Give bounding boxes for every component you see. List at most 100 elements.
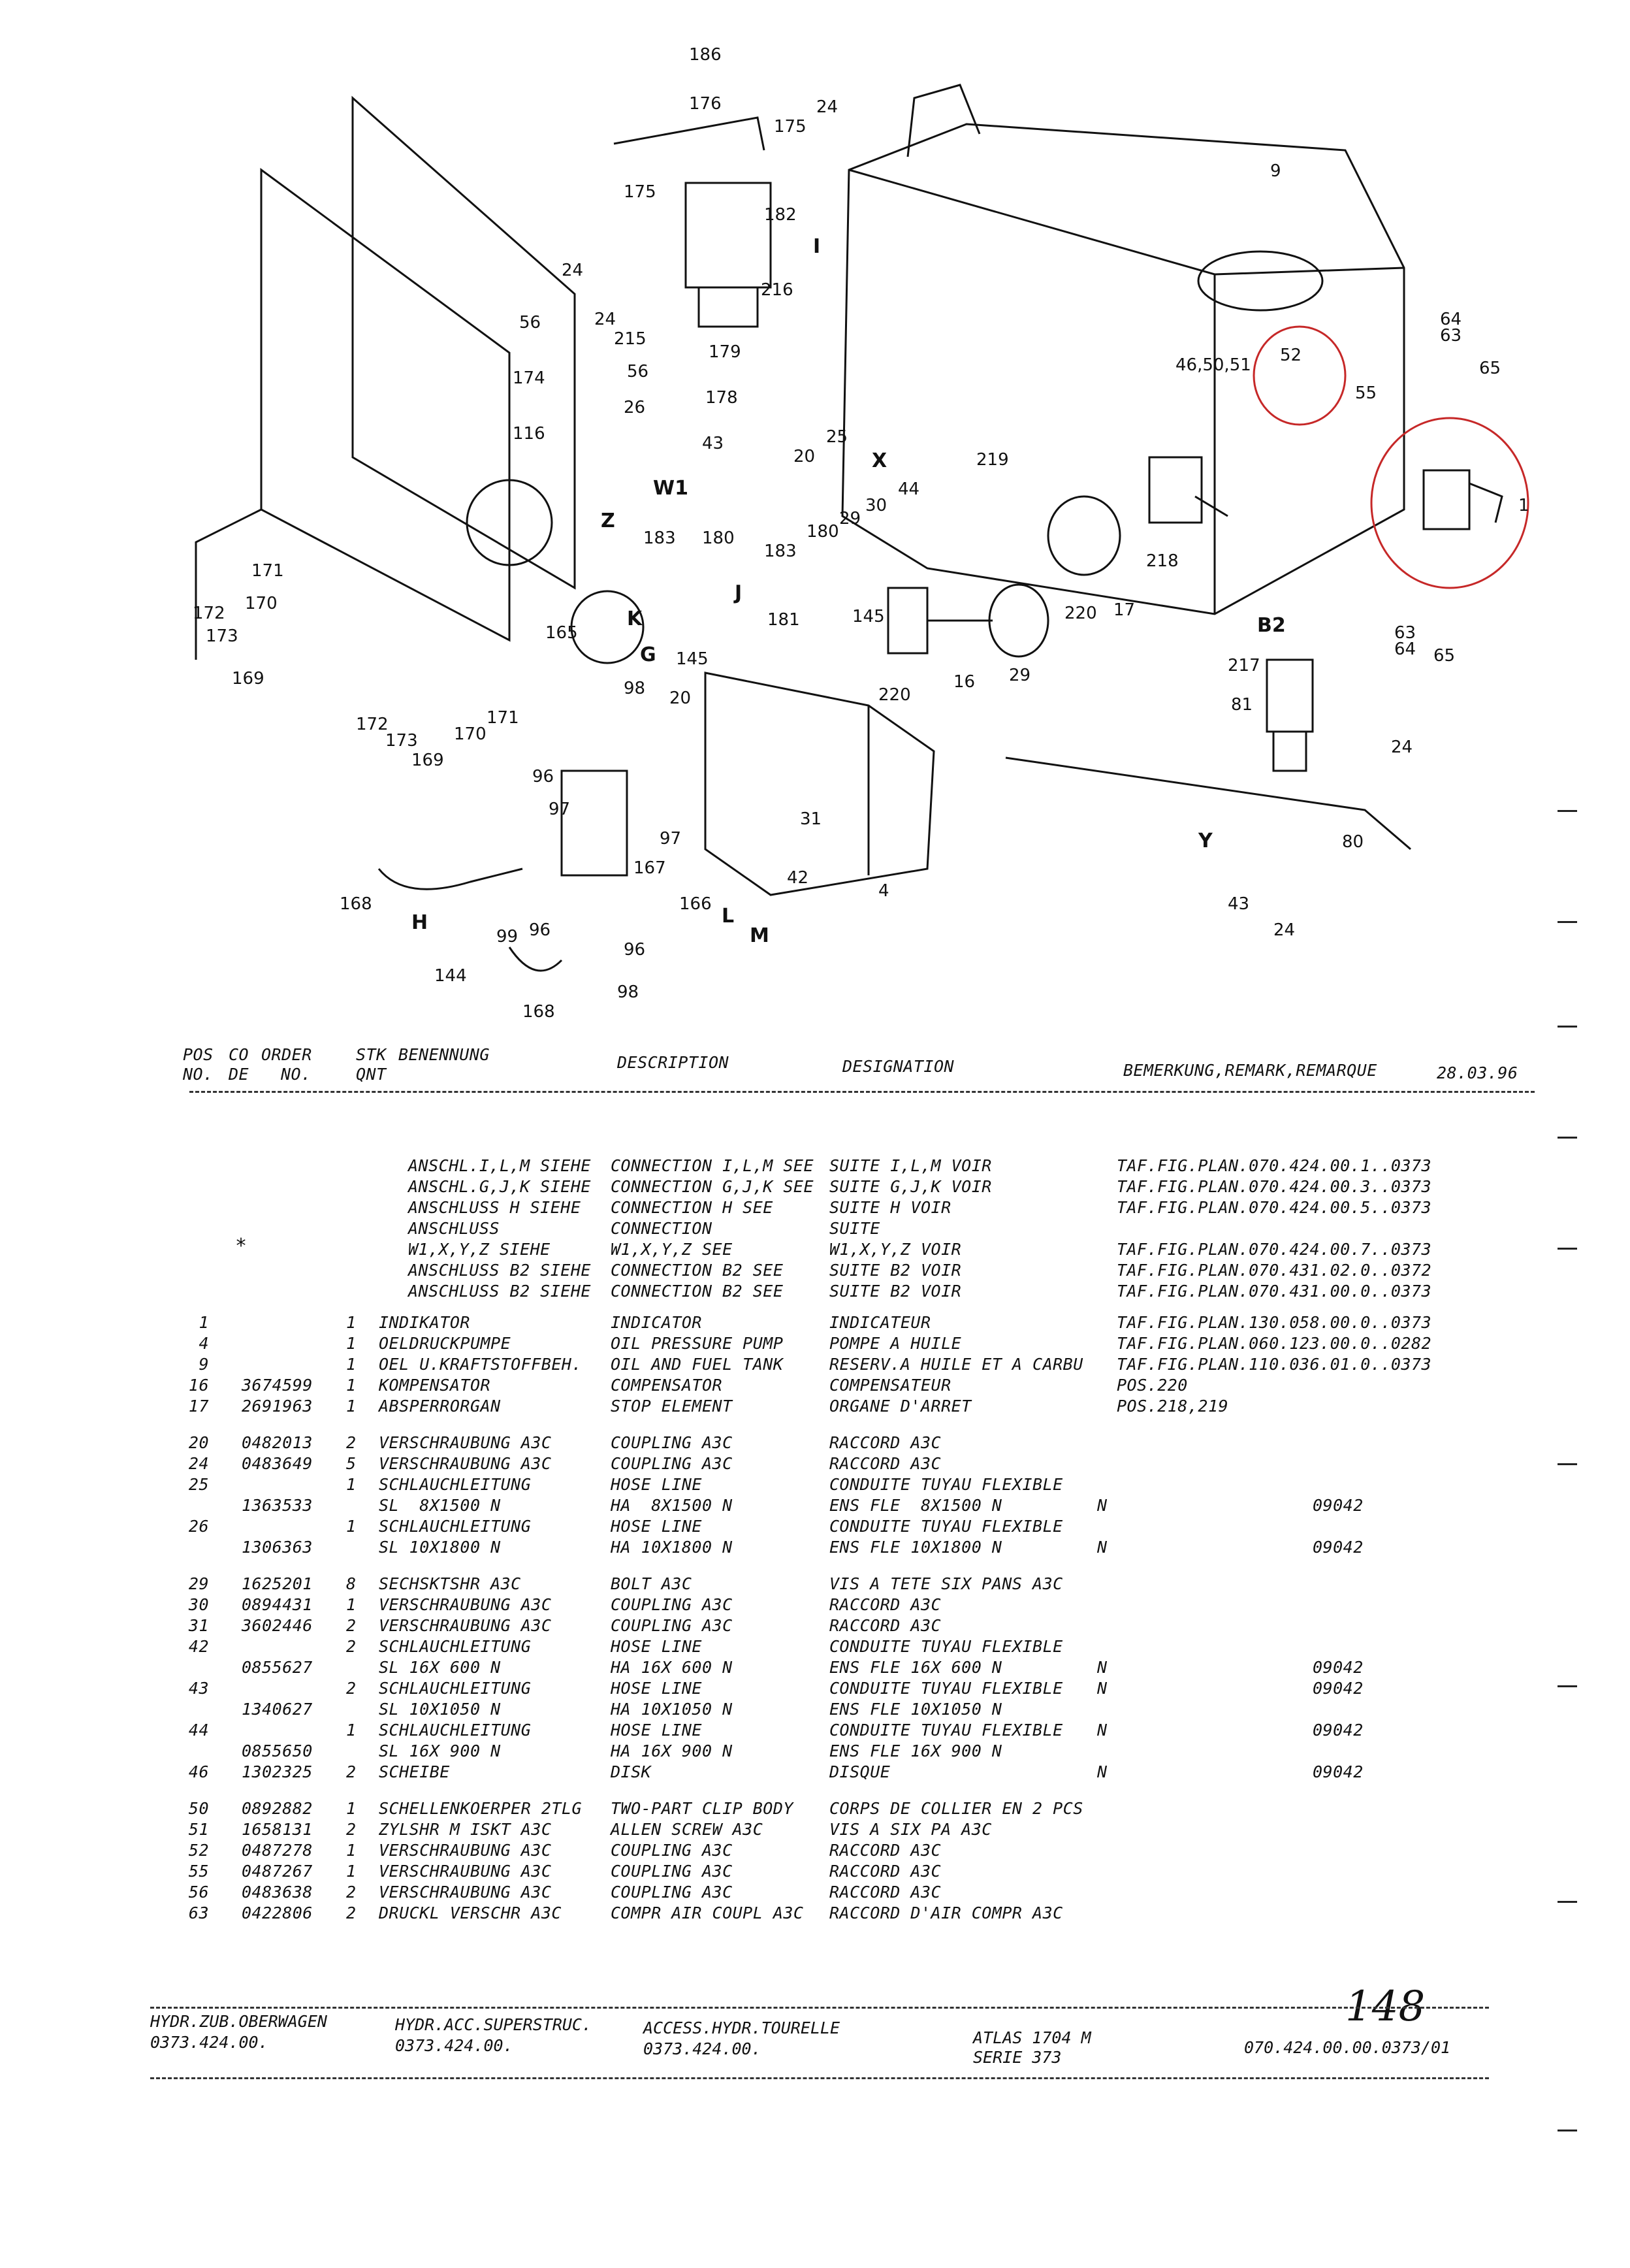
- callout: 99: [496, 927, 518, 947]
- cell-qty: 1: [346, 1799, 357, 1818]
- callout: 170: [454, 724, 487, 744]
- cell-en: OIL PRESSURE PUMP: [611, 1334, 784, 1353]
- cell-order: 0482013: [242, 1433, 313, 1452]
- cell-pos: 52: [188, 1841, 209, 1860]
- footer-en-number: 0373.424.00.: [395, 2036, 513, 2055]
- cell-order: 0487278: [242, 1841, 313, 1860]
- footer-fr-number: 0373.424.00.: [643, 2039, 761, 2058]
- callout: 167: [633, 858, 666, 878]
- callout: 43: [702, 434, 724, 453]
- callout: 172: [193, 604, 225, 623]
- cell-n: N: [1097, 1658, 1108, 1677]
- callout: 1: [1518, 496, 1529, 515]
- cell-en: ALLEN SCREW A3C: [611, 1820, 763, 1839]
- cell-order: 1625201: [242, 1574, 313, 1593]
- cell-qty: 8: [346, 1574, 357, 1593]
- margin-tick: [1558, 1685, 1577, 1687]
- cell-fr: CONDUITE TUYAU FLEXIBLE: [829, 1475, 1063, 1494]
- header-pos-no: NO.: [183, 1065, 214, 1084]
- footer-de-title: HYDR.ZUB.OBERWAGEN: [150, 2012, 327, 2031]
- cell-n: N: [1097, 1721, 1108, 1740]
- cell-fr: VIS A SIX PA A3C: [829, 1820, 992, 1839]
- header-benennung: BENENNUNG: [398, 1045, 490, 1064]
- cell-en: HA 16X 900 N: [611, 1742, 733, 1760]
- cell-pos: 44: [188, 1721, 209, 1740]
- margin-tick: [1558, 810, 1577, 812]
- cell-en: COMPR AIR COUPL A3C: [611, 1904, 804, 1922]
- cell-qty: 2: [346, 1616, 357, 1635]
- callout: 81: [1231, 695, 1253, 715]
- callout: 64: [1440, 310, 1462, 329]
- callout: 217: [1228, 656, 1260, 675]
- cell-pos: 16: [188, 1376, 209, 1395]
- reference-rem: TAF.FIG.PLAN.070.424.00.5..0373: [1117, 1198, 1432, 1217]
- reference-rem: TAF.FIG.PLAN.070.424.00.3..0373: [1117, 1177, 1432, 1196]
- footer-bottom-rule: [150, 2077, 1489, 2079]
- callout: 215: [614, 329, 647, 349]
- cell-qty: 1: [346, 1397, 357, 1416]
- connection-marker: M: [750, 924, 769, 947]
- cell-rem: POS.218,219: [1117, 1397, 1229, 1416]
- reference-fr: SUITE: [829, 1219, 880, 1238]
- cell-order: 1340627: [242, 1700, 313, 1719]
- cell-pos: 56: [188, 1883, 209, 1902]
- cell-pos: 20: [188, 1433, 209, 1452]
- cell-code: 09042: [1313, 1679, 1364, 1698]
- callout: 56: [519, 313, 541, 332]
- cell-order: 0855627: [242, 1658, 313, 1677]
- cell-pos: 26: [188, 1517, 209, 1536]
- callout: 169: [232, 669, 264, 688]
- callout: 183: [764, 542, 797, 561]
- cell-order: 0483649: [242, 1454, 313, 1473]
- cell-qty: 1: [346, 1595, 357, 1614]
- reference-rem: TAF.FIG.PLAN.070.424.00.1..0373: [1117, 1156, 1432, 1175]
- highlight-circle-52: [1253, 325, 1347, 426]
- margin-tick: [1558, 1026, 1577, 1028]
- reference-en: CONNECTION H SEE: [611, 1198, 773, 1217]
- cell-de: SECHSKTSHR A3C: [379, 1574, 521, 1593]
- cell-order: 0855650: [242, 1742, 313, 1760]
- callout: 181: [767, 610, 800, 630]
- header-qnt: QNT: [356, 1065, 387, 1084]
- cell-pos: 46: [188, 1762, 209, 1781]
- callout: 29: [839, 509, 861, 528]
- callout: 96: [624, 940, 645, 960]
- header-designation: DESIGNATION: [842, 1057, 955, 1076]
- cell-order: 3602446: [242, 1616, 313, 1635]
- callout: 96: [529, 920, 551, 940]
- header-pos: POS: [183, 1045, 214, 1064]
- callout: 216: [761, 280, 793, 300]
- cell-qty: 2: [346, 1904, 357, 1922]
- callout: 24: [562, 261, 583, 280]
- margin-tick: [1558, 2130, 1577, 2131]
- callout: 24: [816, 97, 838, 117]
- connection-marker: Z: [601, 510, 615, 532]
- reference-fr: SUITE B2 VOIR: [829, 1282, 962, 1301]
- callout: 63: [1394, 623, 1416, 643]
- callout: 179: [709, 342, 741, 362]
- reference-en: CONNECTION G,J,K SEE: [611, 1177, 814, 1196]
- header-co-de: DE: [229, 1065, 249, 1084]
- callout: 172: [356, 715, 389, 734]
- cell-de: VERSCHRAUBUNG A3C: [379, 1841, 552, 1860]
- cell-de: VERSCHRAUBUNG A3C: [379, 1454, 552, 1473]
- cell-qty: 5: [346, 1454, 357, 1473]
- callout: 56: [627, 362, 648, 381]
- reference-en: CONNECTION B2 SEE: [611, 1282, 784, 1301]
- header-rule: [189, 1091, 1535, 1093]
- cell-de: ZYLSHR M ISKT A3C: [379, 1820, 552, 1839]
- reference-de: ANSCHLUSS B2 SIEHE: [408, 1282, 591, 1301]
- cell-en: TWO-PART CLIP BODY: [611, 1799, 793, 1818]
- cell-fr: ENS FLE 10X1800 N: [829, 1538, 1002, 1557]
- callout: 80: [1342, 832, 1364, 852]
- callout: 44: [898, 479, 919, 499]
- cell-code: 09042: [1313, 1762, 1364, 1781]
- cell-de: INDIKATOR: [379, 1313, 470, 1332]
